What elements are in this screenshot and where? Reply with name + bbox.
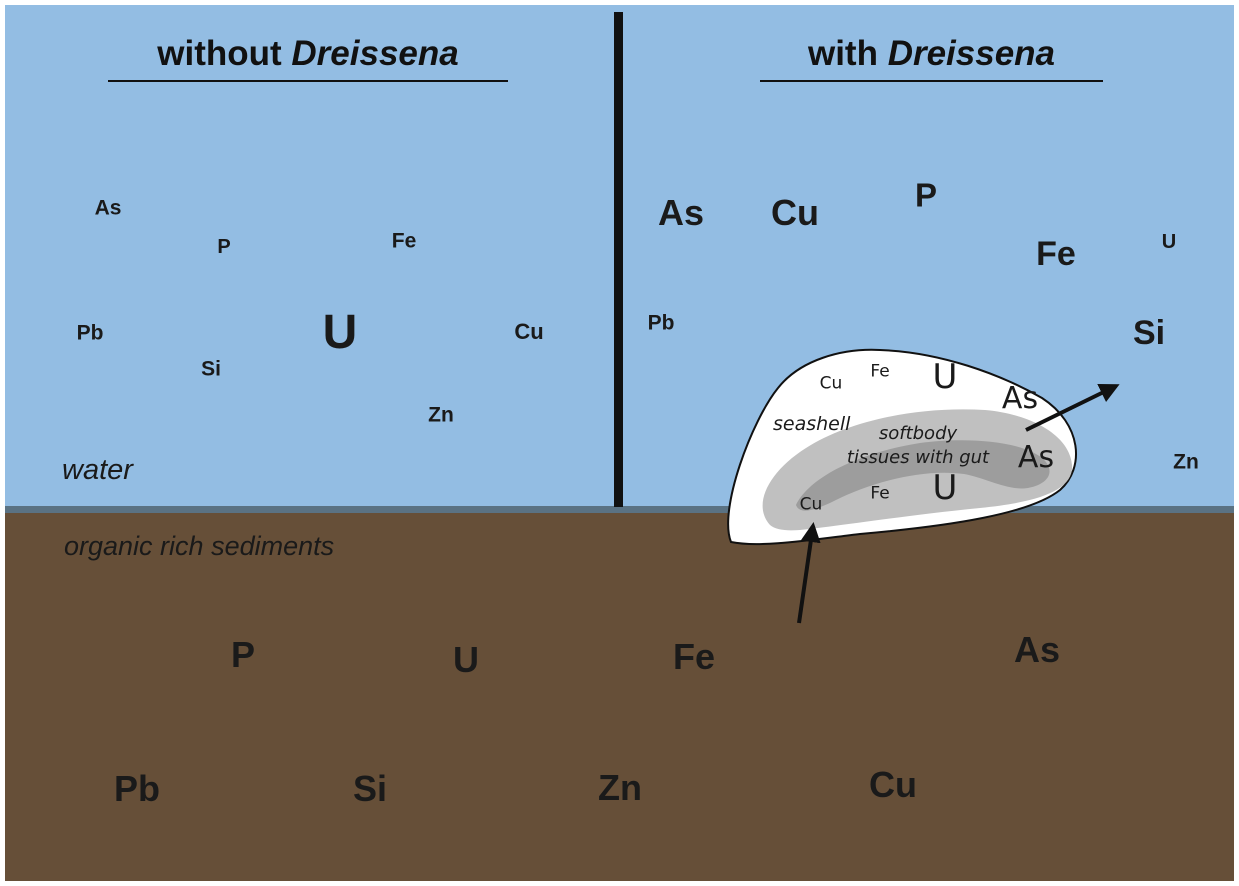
- sediment-element-p: P: [230, 634, 256, 675]
- right-water-element-pb: Pb: [647, 311, 675, 335]
- sediment-element-fe: Fe: [672, 636, 716, 677]
- gut-band: [796, 440, 1050, 511]
- right-water-element-si: Si: [1132, 314, 1166, 352]
- left-water-element-si: Si: [201, 357, 221, 381]
- sediment-element-as: As: [1013, 629, 1061, 670]
- uptake-arrow: [797, 522, 821, 624]
- sediment-element-u: U: [453, 639, 479, 680]
- softbody-label-line1: softbody: [878, 423, 958, 444]
- water-label: water: [62, 454, 133, 486]
- left-title-underline: [108, 80, 508, 82]
- right-title-prefix: with: [807, 34, 888, 73]
- sediment-element-si: Si: [352, 768, 388, 809]
- left-water-element-pb: Pb: [76, 321, 104, 345]
- right-water-element-as: As: [657, 192, 705, 233]
- tissue-element-u: U: [932, 468, 958, 508]
- sediment-element-cu: Cu: [869, 764, 917, 805]
- shell-element-as: As: [1001, 381, 1039, 416]
- release-arrow: [1025, 384, 1120, 432]
- tissue-element-as: As: [1017, 440, 1055, 475]
- shell-element-cu: Cu: [819, 373, 843, 394]
- left-water-element-p: P: [217, 236, 231, 258]
- left-water-element-fe: Fe: [391, 229, 417, 253]
- left-water-element-as: As: [94, 196, 122, 220]
- right-water-element-fe: Fe: [1036, 235, 1076, 273]
- left-panel-title: without Dreissena: [108, 34, 508, 74]
- right-title-underline: [760, 80, 1103, 82]
- sediment-element-zn: Zn: [598, 767, 642, 808]
- tissue-element-cu: Cu: [799, 494, 823, 515]
- left-title-prefix: without: [157, 34, 292, 73]
- left-water-element-zn: Zn: [428, 403, 454, 427]
- sediment-layer: [5, 513, 1234, 881]
- softbody-label-line2: tissues with gut: [846, 447, 990, 468]
- right-title-taxon: Dreissena: [887, 34, 1056, 73]
- sediments-label: organic rich sediments: [64, 531, 335, 561]
- sediment-water-interface: [5, 506, 1234, 514]
- shell-element-u: U: [932, 357, 958, 397]
- left-title-taxon: Dreissena: [291, 34, 459, 73]
- panel-divider: [614, 12, 623, 507]
- sediment-element-pb: Pb: [113, 768, 161, 809]
- right-panel-title: with Dreissena: [760, 34, 1103, 74]
- tissue-element-fe: Fe: [870, 483, 890, 504]
- right-water-element-p: P: [914, 176, 938, 214]
- seashell-label: seashell: [773, 413, 851, 435]
- right-water-element-zn: Zn: [1173, 450, 1199, 474]
- left-water-element-u: U: [322, 306, 358, 359]
- shell-element-fe: Fe: [870, 361, 890, 382]
- left-water-element-cu: Cu: [514, 319, 544, 344]
- right-water-element-u: U: [1161, 231, 1177, 253]
- right-water-element-cu: Cu: [771, 192, 819, 233]
